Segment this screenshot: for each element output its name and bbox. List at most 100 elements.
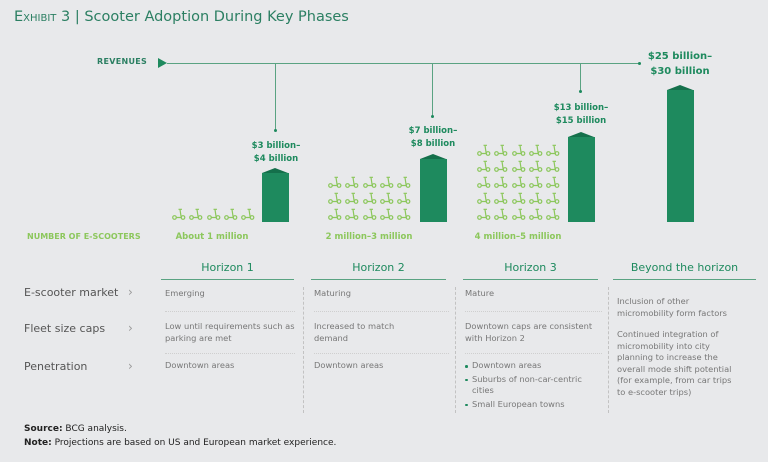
chevron-right-icon: › [128, 321, 133, 335]
scooter-count-horizon-3: 4 million–5 million [474, 232, 562, 242]
revenue-line: $13 billion– [553, 103, 609, 113]
number-of-scooters-label: NUMBER OF E-SCOOTERS [27, 232, 141, 241]
arrow-right-icon [158, 58, 167, 68]
scooter-icon [511, 160, 525, 172]
revenue-connector-2 [432, 63, 433, 116]
row-divider [314, 311, 449, 312]
revenue-label-3: $13 billion– $15 billion [536, 102, 626, 128]
scooter-icon [494, 192, 508, 204]
cell-h2-penetration: Downtown areas [314, 360, 384, 370]
scooter-icon [511, 176, 525, 188]
revenue-bar-horizon-3 [568, 132, 595, 222]
revenue-bar-horizon-2 [420, 154, 447, 222]
row-divider [165, 353, 295, 354]
scooter-icon [345, 208, 359, 220]
source-text: BCG analysis. [62, 424, 127, 434]
revenue-label-1: $3 billion– $4 billion [231, 140, 321, 166]
revenue-line: $15 billion [555, 116, 607, 126]
scooter-icon [328, 176, 342, 188]
title-text: Scooter Adoption During Key Phases [84, 9, 349, 25]
revenue-line: $25 billion– [647, 51, 713, 62]
list-item: Suburbs of non-car-centric cities [465, 374, 595, 397]
title-separator: | [74, 9, 80, 25]
list-item: Small European towns [465, 399, 595, 411]
row-label-fleet: Fleet size caps [24, 322, 106, 335]
connector-dot [274, 129, 277, 132]
scooter-icon [223, 208, 238, 220]
scooter-icon [528, 160, 543, 172]
scooter-icon [345, 192, 359, 204]
scooter-icon [546, 144, 560, 156]
scooter-icon [397, 208, 411, 220]
connector-dot [579, 90, 582, 93]
row-divider [165, 311, 295, 312]
scooter-icon [546, 176, 560, 188]
cell-h3-penetration: Downtown areas Suburbs of non-car-centri… [465, 360, 595, 412]
revenue-connector-3 [580, 63, 581, 91]
scooter-icon [477, 192, 491, 204]
revenue-label-2: $7 billion– $8 billion [388, 125, 478, 151]
footnote: Note: Projections are based on US and Eu… [24, 438, 336, 448]
scooter-icon [494, 160, 508, 172]
row-divider [465, 353, 602, 354]
header-horizon-2: Horizon 2 [311, 261, 446, 280]
column-divider [303, 287, 304, 413]
cell-h1-penetration: Downtown areas [165, 360, 235, 370]
scooter-icon [328, 192, 342, 204]
scooter-icon [362, 208, 376, 220]
source-note: Source: BCG analysis. [24, 424, 127, 434]
scooter-icon [379, 192, 394, 204]
cell-h3-market: Mature [465, 288, 495, 298]
scooter-icon [477, 160, 491, 172]
row-label-market: E-scooter market [24, 286, 119, 299]
connector-dot [638, 62, 641, 65]
scooter-icon [528, 144, 543, 156]
header-horizon-1: Horizon 1 [161, 261, 294, 280]
revenue-label-4: $25 billion– $30 billion [625, 49, 735, 79]
cell-h3-fleet: Downtown caps are consistent with Horizo… [465, 321, 593, 343]
scooter-icon [511, 192, 525, 204]
scooter-icon [477, 208, 491, 220]
scooter-icon [328, 208, 342, 220]
chevron-right-icon: › [128, 359, 133, 373]
revenue-line: $30 billion [650, 66, 710, 77]
exhibit-title: Exhibit 3 | Scooter Adoption During Key … [14, 9, 349, 25]
scooter-count-horizon-2: 2 million–3 million [325, 232, 413, 242]
row-divider [465, 311, 602, 312]
revenue-connector-1 [275, 63, 276, 130]
scooter-icon [477, 176, 491, 188]
revenue-line: $4 billion [253, 154, 299, 164]
cell-beyond-1: Inclusion of other micromobility form fa… [617, 296, 728, 318]
header-horizon-3: Horizon 3 [463, 261, 598, 280]
revenues-label: REVENUES [97, 57, 148, 66]
scooter-icon [546, 208, 560, 220]
scooter-icon [397, 176, 411, 188]
scooter-icon [494, 144, 508, 156]
connector-dot [431, 115, 434, 118]
row-label-penetration: Penetration [24, 360, 88, 373]
cell-h1-market: Emerging [165, 288, 205, 298]
revenue-line: $3 billion– [251, 141, 301, 151]
row-divider [314, 353, 449, 354]
scooter-icon [494, 208, 508, 220]
scooter-icon [511, 144, 525, 156]
scooter-icon [362, 192, 376, 204]
chevron-right-icon: › [128, 285, 133, 299]
scooter-icon [528, 208, 543, 220]
scooter-icon [379, 176, 394, 188]
scooter-icon [241, 208, 255, 220]
note-label: Note: [24, 438, 52, 448]
scooter-icon [379, 208, 394, 220]
revenue-line: $8 billion [410, 139, 456, 149]
scooter-icon [477, 144, 491, 156]
scooter-count-horizon-1: About 1 million [175, 232, 249, 242]
scooter-icon [511, 208, 525, 220]
scooter-icon [494, 176, 508, 188]
scooter-icon [172, 208, 186, 220]
scooter-icon [546, 160, 560, 172]
revenue-bar-beyond [667, 85, 694, 222]
revenue-line: $7 billion– [408, 126, 458, 136]
scooter-icon [345, 176, 359, 188]
list-item: Downtown areas [465, 360, 595, 372]
cell-h2-market: Maturing [314, 288, 351, 298]
